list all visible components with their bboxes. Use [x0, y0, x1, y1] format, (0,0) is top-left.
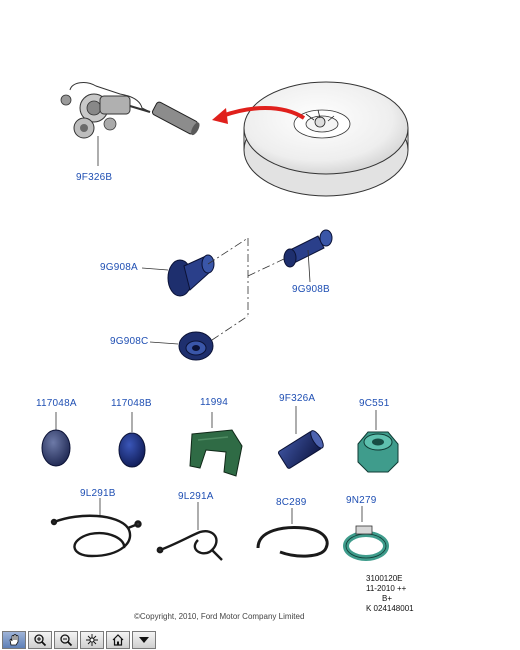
seal-c-illustration: [149, 331, 214, 361]
copyright-notice: ©Copyright, 2010, Ford Motor Company Lim…: [134, 612, 305, 621]
label-8C289[interactable]: 8C289: [276, 497, 307, 508]
label-9L291A[interactable]: 9L291A: [178, 491, 214, 502]
fit-view-icon: [86, 634, 98, 646]
pan-hand-icon: [9, 634, 19, 646]
viewer-toolbar: [0, 630, 520, 650]
fit-view-button[interactable]: [80, 631, 104, 649]
zoom-in-button[interactable]: [28, 631, 52, 649]
menu-dropdown-button[interactable]: [132, 631, 156, 649]
label-9L291B[interactable]: 9L291B: [80, 488, 116, 499]
weight-b-illustration: [118, 412, 146, 468]
label-9F326B[interactable]: 9F326B: [76, 172, 113, 183]
label-9G908A[interactable]: 9G908A: [100, 262, 138, 273]
dropdown-arrow-icon: [139, 637, 149, 643]
hose-illustration: [256, 508, 329, 558]
home-button[interactable]: [106, 631, 130, 649]
bracket-illustration: [189, 412, 243, 477]
label-9N279[interactable]: 9N279: [346, 495, 377, 506]
plug-a-illustration: [141, 254, 215, 297]
label-9C551[interactable]: 9C551: [359, 398, 390, 409]
pan-button[interactable]: [2, 631, 26, 649]
plug-b-illustration: [283, 229, 333, 283]
cable-1-illustration: [50, 498, 142, 558]
zoom-out-button[interactable]: [54, 631, 78, 649]
zoom-out-icon: [60, 634, 73, 647]
clamp-illustration: [343, 506, 389, 561]
label-117048A[interactable]: 117048A: [36, 398, 77, 409]
weight-a-illustration: [41, 412, 71, 467]
float-cylinder-illustration: [277, 406, 324, 469]
reference-variant: B+: [382, 594, 393, 603]
spare-tire-illustration: [243, 81, 409, 197]
label-9G908B[interactable]: 9G908B: [292, 284, 330, 295]
label-9G908C[interactable]: 9G908C: [110, 336, 149, 347]
label-117048B[interactable]: 117048B: [111, 398, 152, 409]
carrier-assembly-illustration: [60, 82, 200, 166]
reference-date: 11-2010 ++: [366, 584, 407, 593]
reference-code: 3100120E: [366, 574, 403, 583]
parts-diagram: [41, 81, 409, 561]
home-icon: [112, 634, 124, 646]
cable-2-illustration: [156, 502, 223, 561]
removal-arrow: [212, 106, 306, 124]
nut-illustration: [357, 410, 399, 473]
label-9F326A[interactable]: 9F326A: [279, 393, 316, 404]
reference-id: K 024148001: [366, 604, 414, 613]
zoom-in-icon: [34, 634, 47, 647]
alignment-lines: [207, 237, 287, 341]
label-11994[interactable]: 11994: [200, 397, 229, 408]
